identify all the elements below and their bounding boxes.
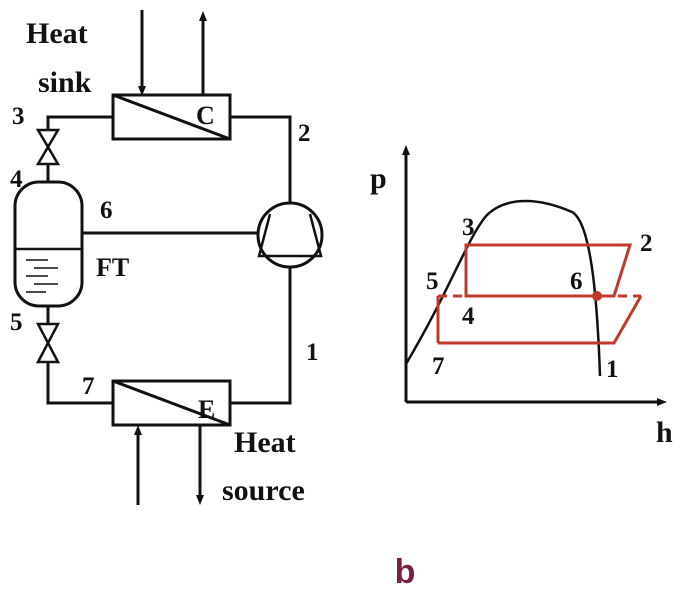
compressor-symbol [257,213,323,258]
schematic-labels: Heat sink Heat source C E FT 1 2 3 4 5 6… [10,17,319,507]
ph-state-3: 3 [462,214,475,241]
pipe-compressor-to-condenser [230,115,292,204]
compressor [256,201,324,269]
heat-sink-label-line1: Heat [26,17,88,50]
ph-state-2: 2 [640,230,653,257]
p-axis-label: p [370,162,387,195]
flash-tank-liquid-marks [26,259,58,293]
evaporator-diagonal [112,379,231,427]
schematic-state-1: 1 [306,339,319,366]
cycle-schematic [13,10,324,505]
evaporator [111,379,232,427]
h-axis-label: h [656,416,673,449]
pipe-valve-to-evaporator [46,362,113,405]
schematic-state-4: 4 [10,166,23,193]
pipe-evaporator-to-compressor [230,266,292,405]
schematic-state-6: 6 [100,197,113,224]
flash-tank-label: FT [96,253,129,282]
condenser-diagonal [112,93,231,141]
ph-diagram-labels: p h 1 2 3 4 5 6 7 [370,162,673,449]
schematic-state-5: 5 [10,309,23,336]
expansion-valve-lower [35,322,61,364]
saturation-dome [404,199,602,377]
evaporator-label: E [198,395,215,424]
high-stage-cycle [464,243,633,298]
heat-source-label-line1: Heat [234,426,296,459]
schematic-state-7: 7 [82,373,95,400]
ph-state-6: 6 [570,268,583,295]
state-6-point [592,291,602,301]
condenser-label: C [196,101,215,130]
flash-tank [13,180,84,308]
pipe-condenser-to-valve [46,115,113,130]
ph-state-4: 4 [462,303,475,330]
low-stage-cycle [436,295,643,345]
schematic-state-3: 3 [12,103,25,130]
ph-diagram [402,145,667,406]
heat-sink-label-line2: sink [38,66,92,99]
ph-state-1: 1 [606,356,619,383]
expansion-valve-upper [35,128,61,166]
schematic-state-2: 2 [298,120,311,147]
ph-state-7: 7 [432,353,445,380]
ph-state-5: 5 [426,268,439,295]
heat-source-label-line2: source [222,474,305,507]
panel-label: b [395,553,416,591]
condenser [111,93,232,141]
